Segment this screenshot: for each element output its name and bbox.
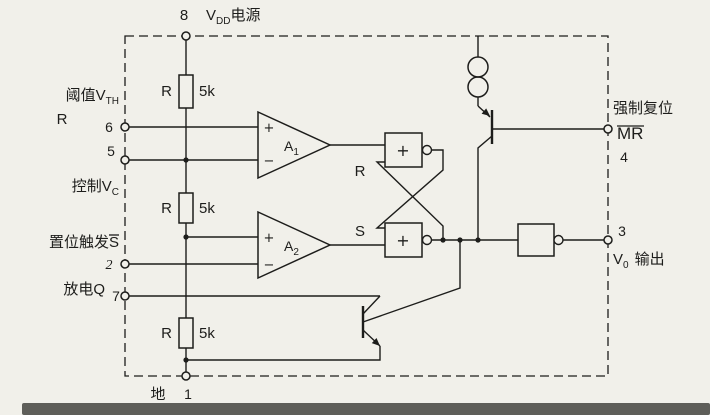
pin-6-name: 阈值VTH: [66, 87, 119, 107]
pin-5-number: 5: [107, 143, 115, 159]
pin-8-number: 8: [180, 7, 188, 24]
scan-shadow: [22, 403, 710, 415]
pin-3-number: 3: [618, 223, 626, 239]
pin-2-name: 置位触发S: [49, 234, 119, 251]
nor-gate-bottom-symbol: +: [396, 231, 409, 250]
pin-7-labels: 放电Q 7: [63, 281, 120, 304]
pin-1-name: 地: [150, 386, 165, 403]
a1-minus-input-sign: −: [264, 154, 275, 169]
a2-plus-input-sign: +: [264, 231, 275, 246]
pin-1-terminal: [181, 371, 191, 381]
resistor-bottom-value: 5k: [199, 325, 215, 342]
ic-boundary: [124, 35, 609, 377]
pin-2-labels: 置位触发S 2: [49, 234, 119, 273]
pin-2-terminal: [120, 259, 130, 269]
a2-label: A2: [284, 238, 299, 258]
a2-minus-input-sign: −: [264, 258, 275, 273]
pin-4-name: 强制复位: [613, 99, 673, 117]
resistor-top-value: 5k: [199, 83, 215, 100]
pin-5-name: 控制VC: [72, 178, 119, 198]
nor-gate-top-inverter-bubble: [421, 144, 433, 156]
output-buffer-inverter-bubble: [553, 234, 564, 246]
pin-6-terminal: [120, 122, 130, 132]
pin-5-terminal: [120, 155, 130, 165]
nor-gate-bottom-inverter-bubble: [421, 234, 433, 246]
current-source-symbol: [467, 56, 489, 98]
flipflop-r-input-label: R: [355, 163, 366, 180]
resistor-top-name: R: [161, 83, 172, 100]
pin-8-name: VDD电源: [206, 7, 260, 27]
output-buffer-gate: [517, 223, 564, 257]
pin-3-terminal: [603, 235, 613, 245]
a1-label: A1: [284, 138, 299, 158]
pin-1-labels: 地 1: [150, 386, 192, 403]
pnp-emitter-arrow: [481, 108, 490, 116]
resistor-middle-name: R: [161, 200, 172, 217]
nor-gate-top-symbol: +: [396, 141, 409, 160]
pin-8-terminal: [181, 31, 191, 41]
pin-4-mr-label: MR: [617, 124, 643, 143]
resistor-middle-value: 5k: [199, 200, 215, 217]
discharge-transistor-npn: [361, 295, 381, 347]
comparator-a1: + − A1: [257, 110, 332, 180]
a1-plus-input-sign: +: [264, 121, 275, 136]
pin-7-terminal: [120, 291, 130, 301]
junction-dots: [183, 157, 481, 363]
pin-4-terminal: [603, 124, 613, 134]
pin-6-name-line2: R: [57, 111, 68, 128]
pin-8-labels: 8 VDD电源: [180, 7, 261, 27]
resistor-bottom-name: R: [161, 325, 172, 342]
resistor-bottom: R 5k: [161, 317, 215, 349]
npn-emitter-arrow: [371, 338, 380, 346]
pin-4-labels: 强制复位 MR 4: [613, 99, 673, 165]
pin-5-labels: 5 控制VC: [72, 143, 119, 198]
pin-6-number: 6: [105, 119, 113, 135]
pin-2-number: 2: [106, 258, 113, 273]
pin-6-labels: 阈值VTH R 6: [57, 87, 119, 135]
resistor-top: R 5k: [161, 74, 215, 109]
flipflop-s-input-label: S: [355, 223, 365, 240]
pin-4-number: 4: [620, 149, 628, 165]
comparator-a2: + − A2: [257, 210, 332, 280]
resistor-middle: R 5k: [161, 192, 215, 224]
pin-7-number: 7: [112, 288, 120, 304]
pin-terminals: [120, 31, 613, 381]
rs-flipflop: + + R S: [355, 132, 433, 258]
pin-1-number: 1: [184, 386, 192, 402]
pin-7-name: 放电Q: [63, 281, 105, 298]
reset-transistor-pnp: [477, 105, 494, 144]
wires: [129, 36, 604, 372]
